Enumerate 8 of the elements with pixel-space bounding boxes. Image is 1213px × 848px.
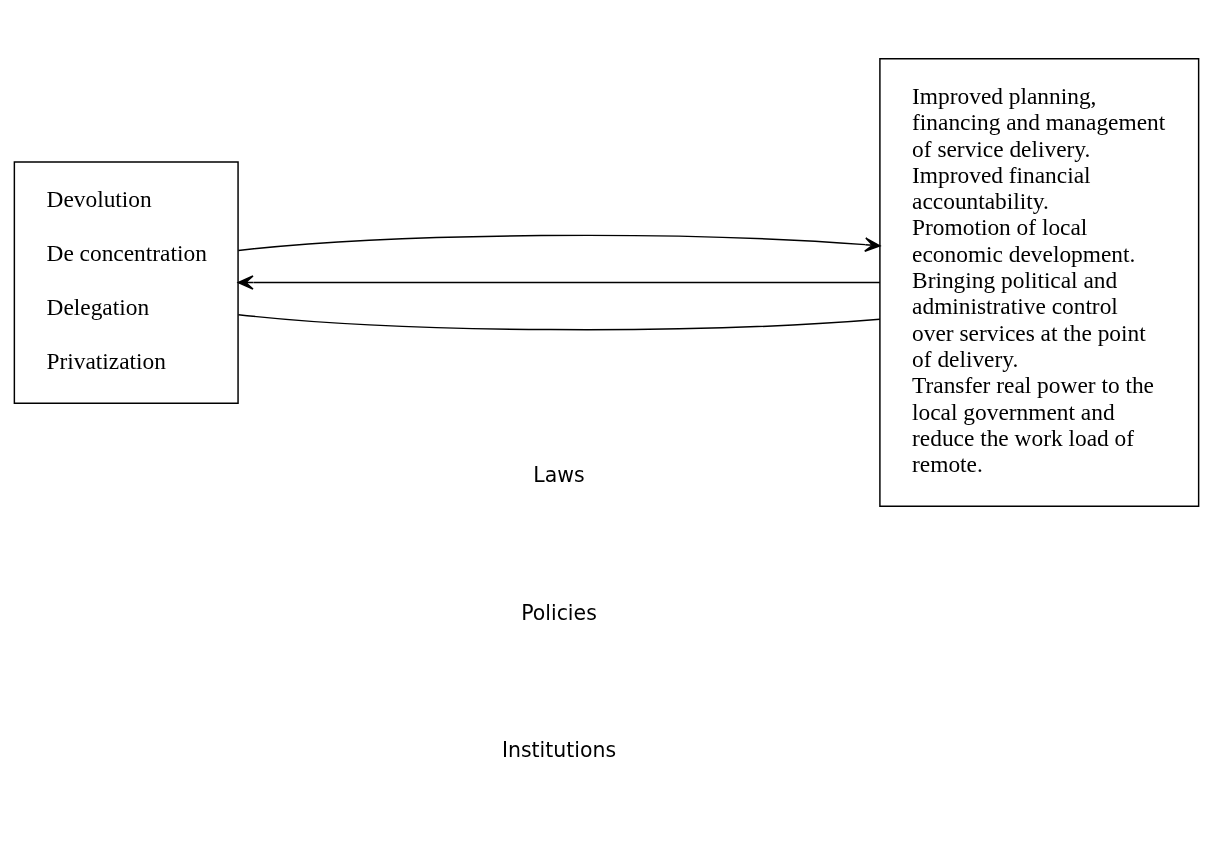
label: Laws — [533, 463, 585, 488]
label: Institutions — [501, 738, 617, 763]
node-box: Improved planning, financing and management of service delivery. Improved financial accountability. Promotion of local economic development. Bringing political and administrative control over services at the point of delivery. Transfer real power to the local government and reduce the work load of remote. — [879, 58, 1200, 507]
label: Policies — [521, 600, 597, 625]
node-box: Devolution De concentration Delegation Privatization — [13, 161, 239, 404]
connector — [237, 313, 881, 331]
arrow — [237, 275, 881, 290]
arrow — [237, 234, 881, 252]
